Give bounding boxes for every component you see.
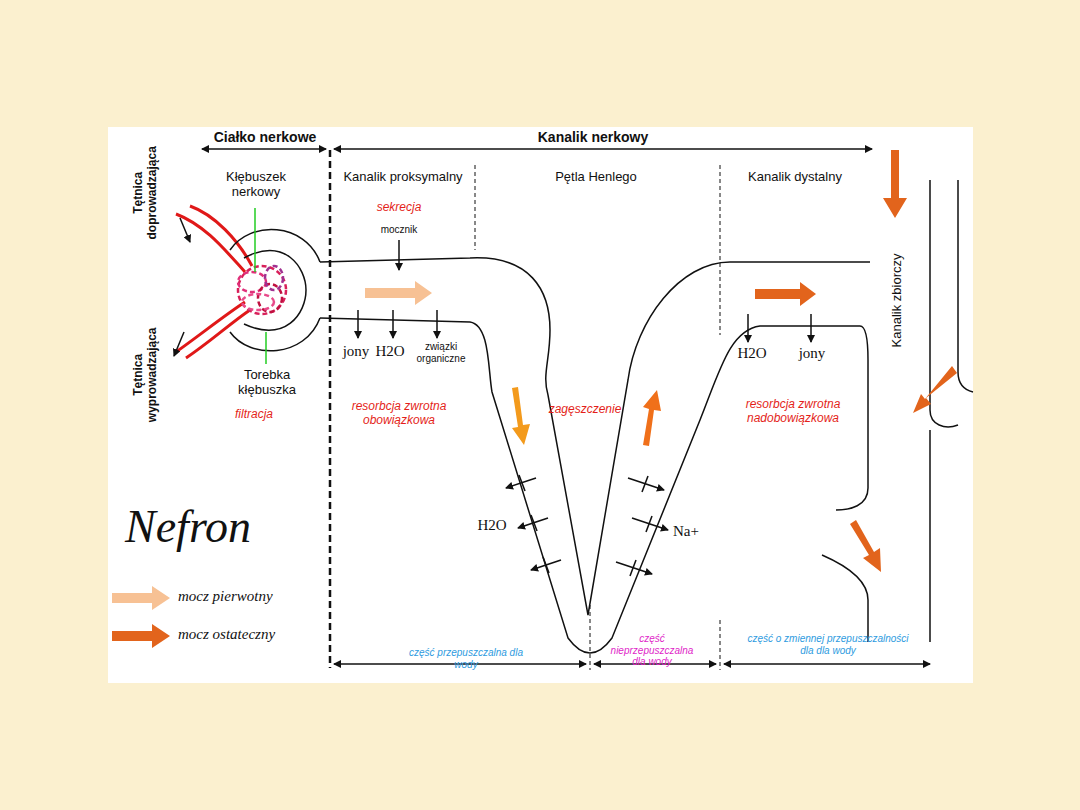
arteries [176, 214, 245, 272]
nephron-walls [244, 251, 306, 331]
nephron-walls [230, 180, 973, 653]
part-label: Na+ [673, 523, 699, 540]
part-label: związki organiczne [406, 341, 476, 364]
diagram-title: Nefron [125, 500, 251, 553]
wall-ticks [646, 516, 652, 532]
wall-ticks [543, 557, 549, 573]
section-separators [475, 165, 476, 250]
legend-swatch [110, 623, 172, 649]
wall-ticks [630, 560, 636, 576]
transport-arrows [357, 310, 359, 338]
legend-arrow [112, 624, 170, 648]
part-label: filtracja [235, 408, 273, 422]
legend-swatch [110, 585, 172, 611]
part-label: mocznik [381, 224, 418, 236]
part-label: Kłębuszek nerkowy [210, 170, 302, 200]
transport-arrows [436, 310, 438, 338]
blood-flow-arrows [180, 218, 190, 242]
section-separators [720, 620, 721, 670]
part-label: H2O [375, 343, 404, 360]
glomerulus [238, 266, 286, 314]
part-label: Kanalik dystalny [748, 170, 842, 185]
part-label: Tętnica wyprowadzająca [132, 320, 160, 430]
urine-flow-arrows [643, 390, 661, 446]
part-label: Pętla Henlego [555, 170, 637, 185]
part-label: część o zmiennej przepuszczalności dla d… [743, 633, 913, 656]
part-label: część przepuszczalna dla wody [396, 647, 536, 670]
urine-flow-arrows [365, 281, 432, 305]
legend-text: mocz pierwotny [178, 588, 273, 605]
arteries [176, 302, 245, 352]
part-label: jony [799, 345, 826, 362]
nephron-walls [929, 430, 931, 642]
part-label: sekrecja [377, 201, 422, 215]
arteries [186, 310, 250, 358]
part-label: jony [343, 343, 370, 360]
part-label: Kanalik proksymalny [343, 170, 462, 185]
part-label: Tętnica doprowadzająca [132, 138, 160, 248]
nephron-walls [230, 318, 320, 351]
wall-ticks [642, 476, 648, 492]
part-label: Torebka kłębuszka [221, 368, 313, 398]
pointer-lines [254, 208, 256, 272]
urine-flow-arrows [365, 150, 957, 572]
nephron-walls [958, 180, 973, 392]
section-separators [720, 165, 721, 335]
part-label: resorbcja zwrotna obowiązkowa [339, 400, 459, 428]
transport-arrows [392, 310, 394, 338]
blood-flow-arrows [174, 332, 184, 356]
legend-text: mocz ostateczny [178, 626, 275, 643]
section-separators [329, 150, 332, 668]
part-label: Kanalik nerkowy [538, 129, 649, 145]
section-separators [330, 150, 720, 670]
glomerulus [238, 266, 286, 314]
glomerulus [242, 294, 274, 310]
part-label: Kanalik zbiorczy [890, 253, 905, 347]
glomerulus [265, 266, 283, 290]
dimension-arrows [202, 149, 930, 664]
nephron-walls [230, 229, 320, 262]
part-label: zagęszczenie [549, 403, 622, 417]
urine-flow-arrows [913, 366, 957, 413]
dimension-arrows [202, 148, 326, 150]
transport-arrows [810, 314, 812, 342]
transport-arrows [747, 314, 749, 342]
nephron-walls [320, 258, 870, 615]
part-label: H2O [737, 345, 766, 362]
wall-ticks [519, 475, 652, 576]
nephron-walls [320, 318, 868, 653]
legend-arrow [112, 586, 170, 610]
dimension-arrows [334, 148, 872, 150]
transport-arrows [398, 240, 400, 270]
part-label: część nieprzepuszczalna dla wody [606, 633, 698, 668]
urine-flow-arrows [755, 282, 816, 306]
part-label: H2O [477, 517, 506, 534]
dimension-arrows [724, 663, 930, 665]
blood-flow-arrows [174, 218, 190, 356]
part-label: resorbcja zwrotna nadobowiązkowa [728, 398, 858, 426]
urine-flow-arrows [850, 520, 881, 572]
urine-flow-arrows [512, 387, 530, 445]
pointer-lines [265, 332, 267, 364]
wall-ticks [531, 515, 537, 531]
urine-flow-arrows [883, 150, 907, 218]
part-label: Ciałko nerkowe [214, 129, 317, 145]
section-separators [590, 605, 591, 670]
pointer-lines [255, 208, 266, 364]
nephron-walls [822, 555, 868, 642]
arteries [190, 206, 252, 266]
wall-ticks [519, 475, 525, 491]
